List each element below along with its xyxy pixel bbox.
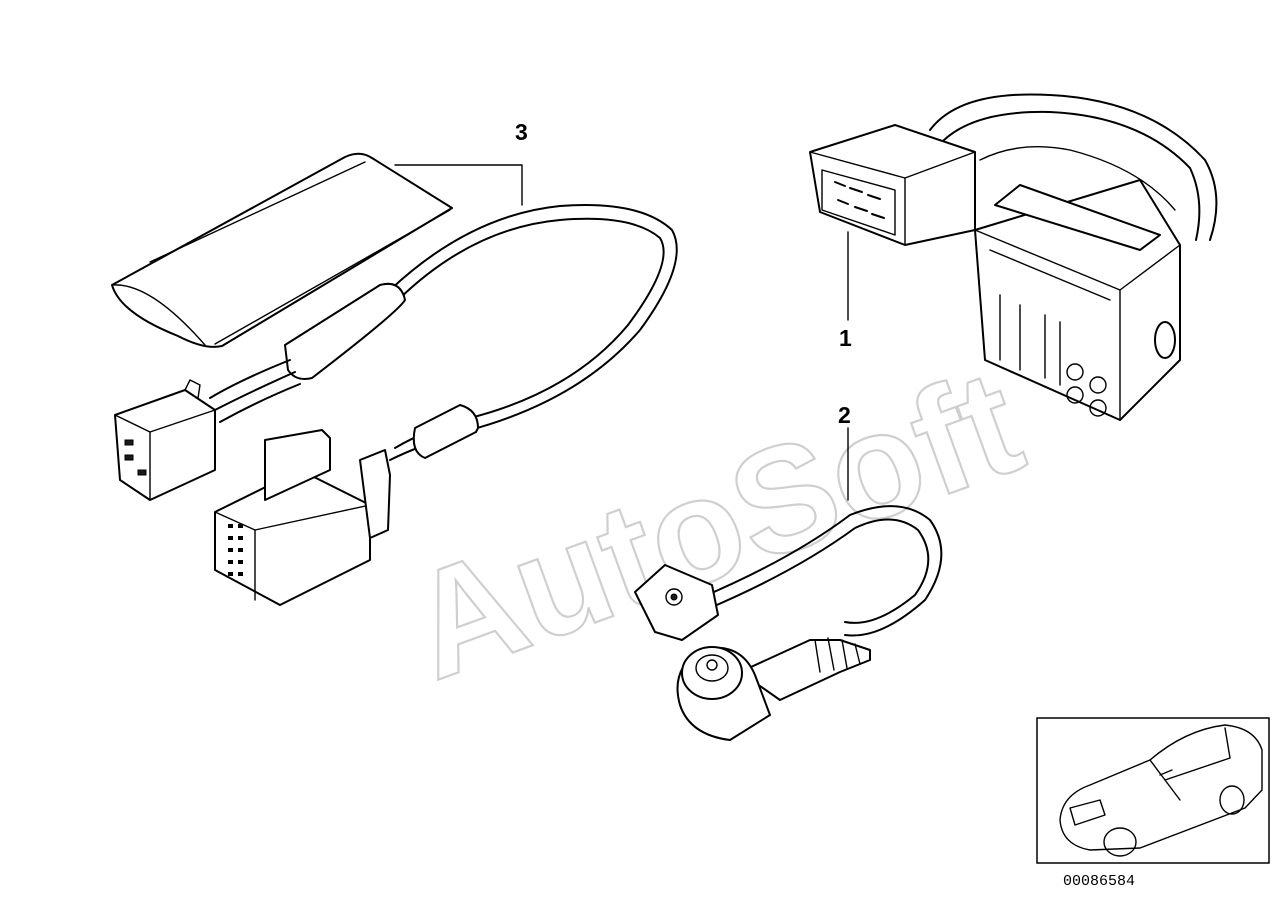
- part-3-sleeve: [111, 152, 453, 348]
- part-label-1: 1: [839, 325, 852, 351]
- part-1-left-connector: [809, 124, 976, 246]
- part-3-cable-adapter: [111, 152, 678, 606]
- part-3-small-connector: [114, 359, 301, 501]
- vehicle-thumbnail: [1036, 717, 1270, 864]
- part-2-antenna-cable: [634, 427, 943, 741]
- part-label-2: 2: [838, 402, 851, 428]
- part-1-right-connector: [974, 179, 1181, 421]
- part-2-boot: [739, 637, 871, 701]
- part-1-wiring-harness: [809, 93, 1218, 421]
- part-3-leader: [394, 164, 523, 206]
- part-2-round-plug: [676, 646, 771, 741]
- document-number: 00086584: [1063, 873, 1135, 890]
- part-2-small-connector: [634, 564, 719, 641]
- part-label-3: 3: [515, 119, 528, 145]
- part-3-large-connector: [214, 429, 391, 606]
